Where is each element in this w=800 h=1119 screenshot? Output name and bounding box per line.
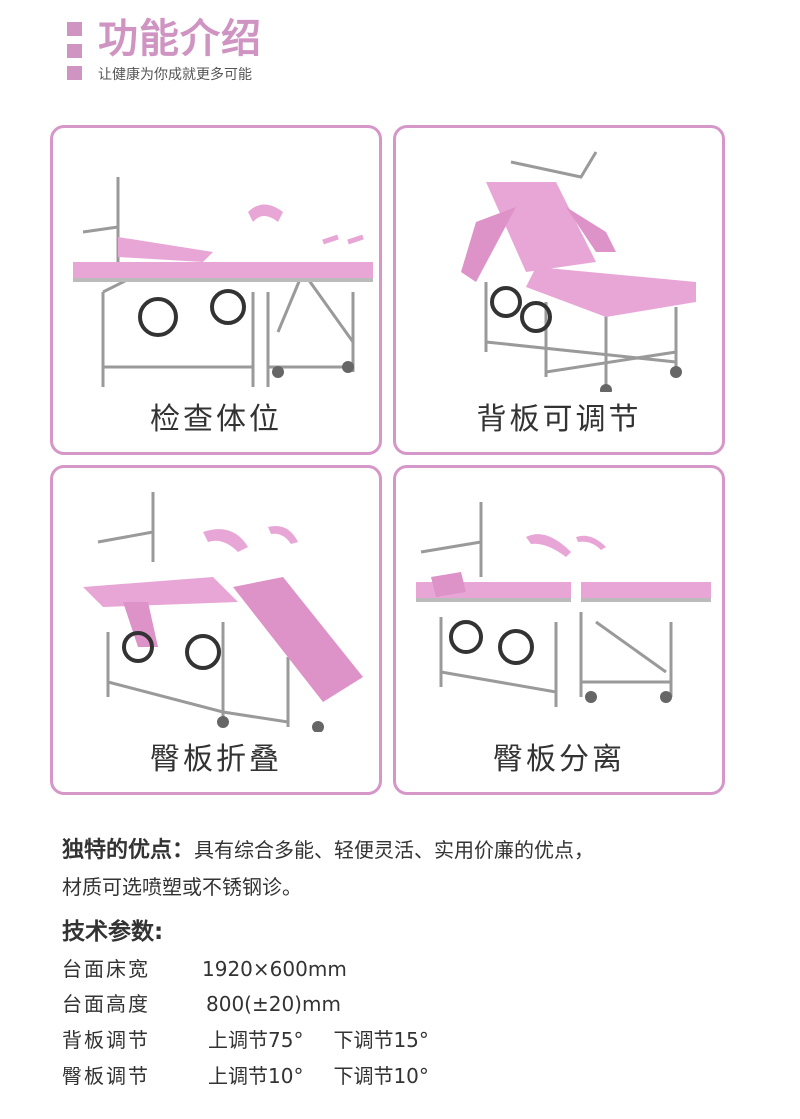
feature-card-hip-board-fold: 臀板折叠 <box>50 465 382 795</box>
header-marks <box>67 22 82 88</box>
spec-key: 台面高度 <box>62 992 150 1016</box>
card-caption: 臀板分离 <box>493 742 625 777</box>
spec-row: 台面高度 800(±20)mm <box>62 990 341 1018</box>
features-paragraph: 独特的优点：具有综合多能、轻便灵活、实用价廉的优点， 材质可选喷塑或不锈钢诊。 <box>62 832 762 905</box>
features-label: 独特的优点： <box>62 838 195 863</box>
spec-value-2: 下调节10° <box>333 1064 429 1088</box>
spec-row: 臀板调节 上调节10° 下调节10° <box>62 1062 429 1090</box>
spec-key: 背板调节 <box>62 1028 150 1052</box>
mark-square <box>67 44 82 58</box>
page-subtitle: 让健康为你成就更多可能 <box>98 67 252 83</box>
mark-square <box>67 66 82 80</box>
bed-image-icon <box>83 492 363 732</box>
spec-row: 背板调节 上调节75° 下调节15° <box>62 1026 429 1054</box>
spec-value: 上调节10° <box>208 1064 304 1088</box>
bed-image-icon <box>461 151 696 392</box>
spec-row: 台面床宽 1920×600mm <box>62 955 347 983</box>
bed-image-icon <box>73 177 373 387</box>
bed-image-icon <box>416 502 711 707</box>
spec-value-2: 下调节15° <box>333 1028 429 1052</box>
page-title: 功能介绍 <box>98 16 262 62</box>
spec-key: 台面床宽 <box>62 957 150 981</box>
mark-square <box>67 22 82 36</box>
card-caption: 臀板折叠 <box>150 742 282 777</box>
spec-key: 臀板调节 <box>62 1064 150 1088</box>
spec-value: 1920×600mm <box>202 957 347 981</box>
feature-card-hip-board-separate: 臀板分离 <box>393 465 725 795</box>
features-text: 具有综合多能、轻便灵活、实用价廉的优点， <box>194 838 595 862</box>
spec-value: 上调节75° <box>208 1028 304 1052</box>
spec-value: 800(±20)mm <box>206 992 341 1016</box>
feature-card-exam-position: 检查体位 <box>50 125 382 455</box>
card-caption: 检查体位 <box>150 402 282 437</box>
specs-title: 技术参数: <box>62 919 164 945</box>
features-text-2: 材质可选喷塑或不锈钢诊。 <box>62 875 302 899</box>
card-caption: 背板可调节 <box>476 402 642 437</box>
feature-card-backrest-adjustable: 背板可调节 <box>393 125 725 455</box>
